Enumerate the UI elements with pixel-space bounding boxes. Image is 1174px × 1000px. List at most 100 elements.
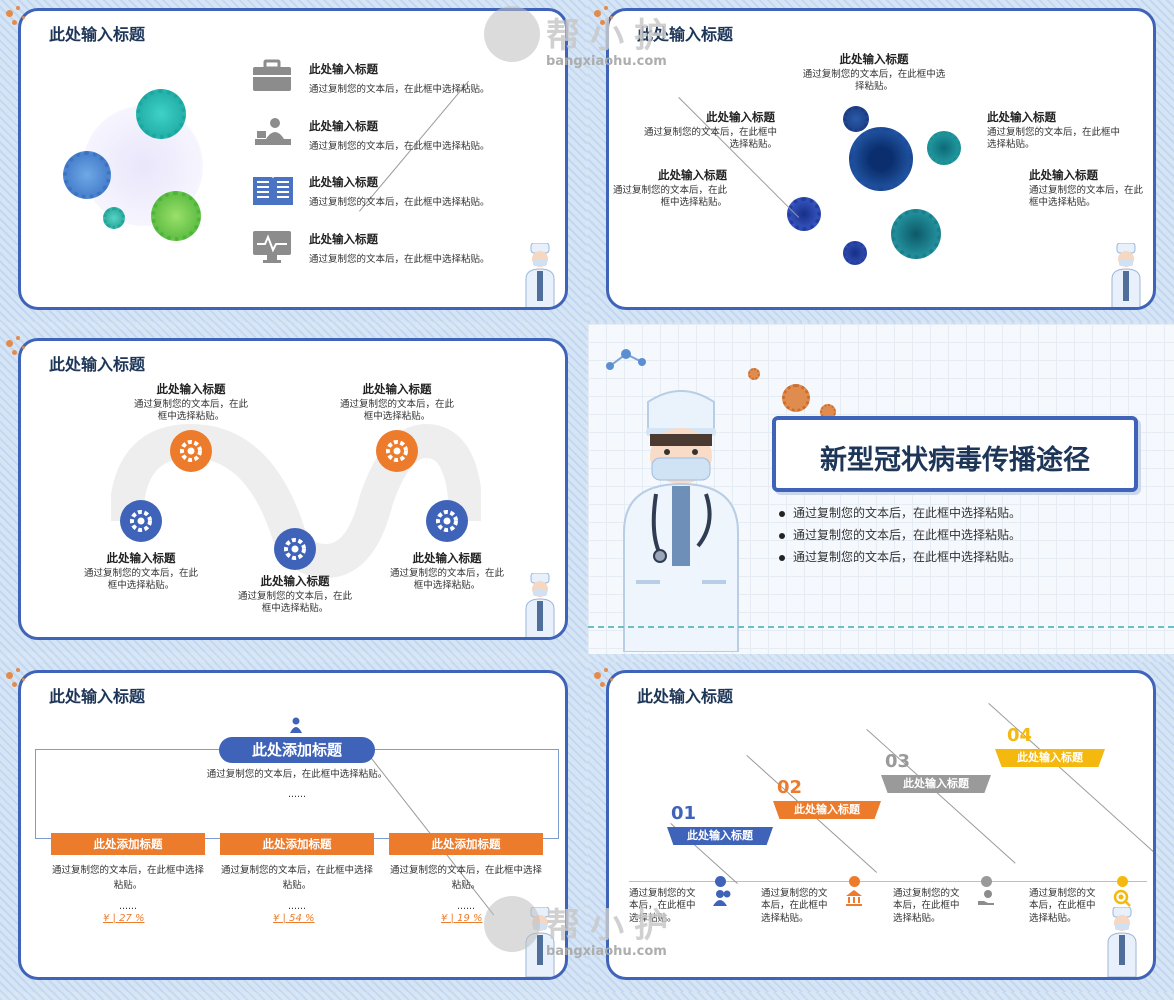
item-heading: 此处输入标题 bbox=[156, 382, 226, 396]
column-label: 此处添加标题 bbox=[220, 833, 374, 855]
item-heading: 此处输入标题 bbox=[260, 574, 330, 588]
step-text: 通过复制您的文本后，在此框中选择粘贴。 bbox=[1029, 888, 1096, 924]
molecule-icon bbox=[606, 349, 646, 370]
step-label: 此处输入标题 bbox=[667, 827, 773, 845]
step-number: 03 bbox=[885, 751, 911, 772]
virus-icon bbox=[782, 384, 810, 412]
item-text: 通过复制您的文本后，在此框中选择粘贴。 bbox=[613, 185, 728, 209]
virus-icon bbox=[748, 368, 760, 380]
doctor-icon bbox=[1111, 243, 1141, 307]
item-heading: 此处输入标题 bbox=[706, 110, 775, 124]
bullet-dot bbox=[779, 511, 785, 517]
slide-thumbnail-3[interactable]: 此处输入标题 此处输入标题 通过复制您的文本后，在此框中选择粘贴。 此处输入标题… bbox=[0, 330, 586, 652]
item-text: 通过复制您的文本后，在此框中选择粘贴。 bbox=[133, 399, 248, 423]
slide-title: 此处输入标题 bbox=[637, 687, 734, 706]
step-text: 通过复制您的文本后，在此框中选择粘贴。 bbox=[893, 888, 960, 924]
item-text: 通过复制您的文本后，在此框中选择粘贴。 bbox=[309, 197, 490, 208]
item-heading: 此处输入标题 bbox=[1029, 168, 1098, 182]
item-heading: 此处输入标题 bbox=[309, 119, 378, 133]
item-heading: 此处输入标题 bbox=[839, 52, 909, 66]
briefcase-icon bbox=[253, 59, 291, 91]
step-text: 通过复制您的文本后，在此框中选择粘贴。 bbox=[629, 888, 696, 924]
title-box bbox=[772, 416, 1138, 492]
virus-icon bbox=[927, 131, 961, 165]
slide-thumbnail-4[interactable]: 新型冠状病毒传播途径 通过复制您的文本后，在此框中选择粘贴。 通过复制您的文本后… bbox=[588, 324, 1174, 654]
item-text: 通过复制您的文本后，在此框中选择粘贴。 bbox=[802, 69, 946, 93]
column-dots: ...... bbox=[118, 901, 138, 912]
virus-icon bbox=[151, 191, 201, 241]
slide-title: 此处输入标题 bbox=[49, 687, 146, 706]
bullet-dot bbox=[779, 533, 785, 539]
column-label: 此处添加标题 bbox=[389, 833, 543, 855]
column-text: 通过复制您的文本后，在此框中选择粘贴。 bbox=[389, 865, 542, 892]
virus-icon bbox=[103, 207, 125, 229]
column-label: 此处添加标题 bbox=[51, 833, 205, 855]
virus-icon bbox=[843, 241, 867, 265]
intro-ellipsis: ...... bbox=[287, 789, 307, 800]
virus-icon bbox=[63, 151, 111, 199]
item-text: 通过复制您的文本后，在此框中选择粘贴。 bbox=[643, 127, 777, 151]
item-text: 通过复制您的文本后，在此框中选择粘贴。 bbox=[389, 568, 504, 592]
step-label: 此处输入标题 bbox=[881, 775, 991, 793]
bullet-dot bbox=[779, 555, 785, 561]
timeline-node bbox=[849, 876, 860, 887]
virus-icon bbox=[787, 197, 821, 231]
column-value: ¥ | 19 % bbox=[441, 913, 483, 924]
step-text: 通过复制您的文本后，在此框中选择粘贴。 bbox=[761, 888, 828, 924]
user-badge-icon bbox=[713, 890, 731, 906]
column-value: ¥ | 27 % bbox=[103, 913, 145, 924]
slide-thumbnail-2[interactable]: 此处输入标题 此处输入标题 通过复制您的文本后，在此框中选择粘贴。 此处输入标题… bbox=[588, 0, 1174, 322]
item-text: 通过复制您的文本后，在此框中选择粘贴。 bbox=[309, 141, 490, 152]
bullet-text: 通过复制您的文本后，在此框中选择粘贴。 bbox=[793, 528, 1022, 542]
slide-title: 此处输入标题 bbox=[637, 25, 734, 44]
step-number: 02 bbox=[777, 777, 803, 798]
search-coin-icon bbox=[1113, 889, 1131, 907]
doctor-icon bbox=[525, 243, 555, 307]
gear-icon bbox=[120, 500, 162, 542]
intro-text: 通过复制您的文本后，在此框中选择粘贴。 bbox=[206, 769, 388, 780]
slide-thumbnail-5[interactable]: 此处输入标题 此处添加标题 通过复制您的文本后，在此框中选择粘贴。 ......… bbox=[0, 662, 586, 992]
item-heading: 此处输入标题 bbox=[362, 382, 432, 396]
decor-dots bbox=[590, 666, 620, 692]
section-pill: 此处添加标题 bbox=[219, 737, 375, 763]
item-text: 通过复制您的文本后，在此框中选择粘贴。 bbox=[83, 568, 198, 592]
user-icon bbox=[290, 717, 302, 733]
slide-thumbnail-1[interactable]: 此处输入标题 此处输入标题 通过复制您的文本后，在此框中选择粘贴。 此处输入标题… bbox=[0, 0, 586, 322]
step-label: 此处输入标题 bbox=[995, 749, 1105, 767]
decor-dots bbox=[2, 666, 32, 692]
column-dots: ...... bbox=[456, 901, 476, 912]
item-text: 通过复制您的文本后，在此框中选择粘贴。 bbox=[237, 591, 352, 615]
virus-icon bbox=[136, 89, 186, 139]
item-heading: 此处输入标题 bbox=[987, 110, 1056, 124]
item-text: 通过复制您的文本后，在此框中选择粘贴。 bbox=[987, 127, 1121, 151]
item-heading: 此处输入标题 bbox=[309, 175, 378, 189]
step-number: 04 bbox=[1007, 725, 1033, 746]
virus-icon bbox=[849, 127, 913, 191]
slide-thumbnail-6[interactable]: 此处输入标题 01 此处输入标题 02 此处输入标题 03 此处输入标题 04 … bbox=[588, 662, 1174, 992]
item-heading: 此处输入标题 bbox=[412, 551, 482, 565]
column-dots: ...... bbox=[287, 901, 307, 912]
doctor-illustration bbox=[623, 390, 739, 652]
column-value: ¥ | 54 % bbox=[273, 913, 315, 924]
timeline-node bbox=[1117, 876, 1128, 887]
slide-card: 此处输入标题 01 此处输入标题 02 此处输入标题 03 此处输入标题 04 … bbox=[606, 670, 1156, 980]
doctor-icon bbox=[525, 907, 555, 977]
item-heading: 此处输入标题 bbox=[309, 232, 378, 246]
step-line bbox=[866, 729, 1016, 864]
virus-icon bbox=[843, 106, 869, 132]
virus-icon bbox=[891, 209, 941, 259]
book-icon bbox=[253, 177, 293, 205]
item-heading: 此处输入标题 bbox=[106, 551, 176, 565]
slide-main-title: 新型冠状病毒传播途径 bbox=[820, 445, 1090, 476]
doctor-icon bbox=[525, 573, 555, 637]
bank-icon bbox=[846, 890, 862, 906]
step-number: 01 bbox=[671, 803, 697, 824]
item-heading: 此处输入标题 bbox=[658, 168, 727, 182]
column-text: 通过复制您的文本后，在此框中选择粘贴。 bbox=[51, 865, 204, 892]
gear-icon bbox=[376, 430, 418, 472]
doctor-icon bbox=[1107, 907, 1137, 977]
slide-title: 此处输入标题 bbox=[49, 355, 146, 374]
hand-coin-icon bbox=[978, 890, 994, 905]
dashed-divider bbox=[588, 626, 1174, 628]
